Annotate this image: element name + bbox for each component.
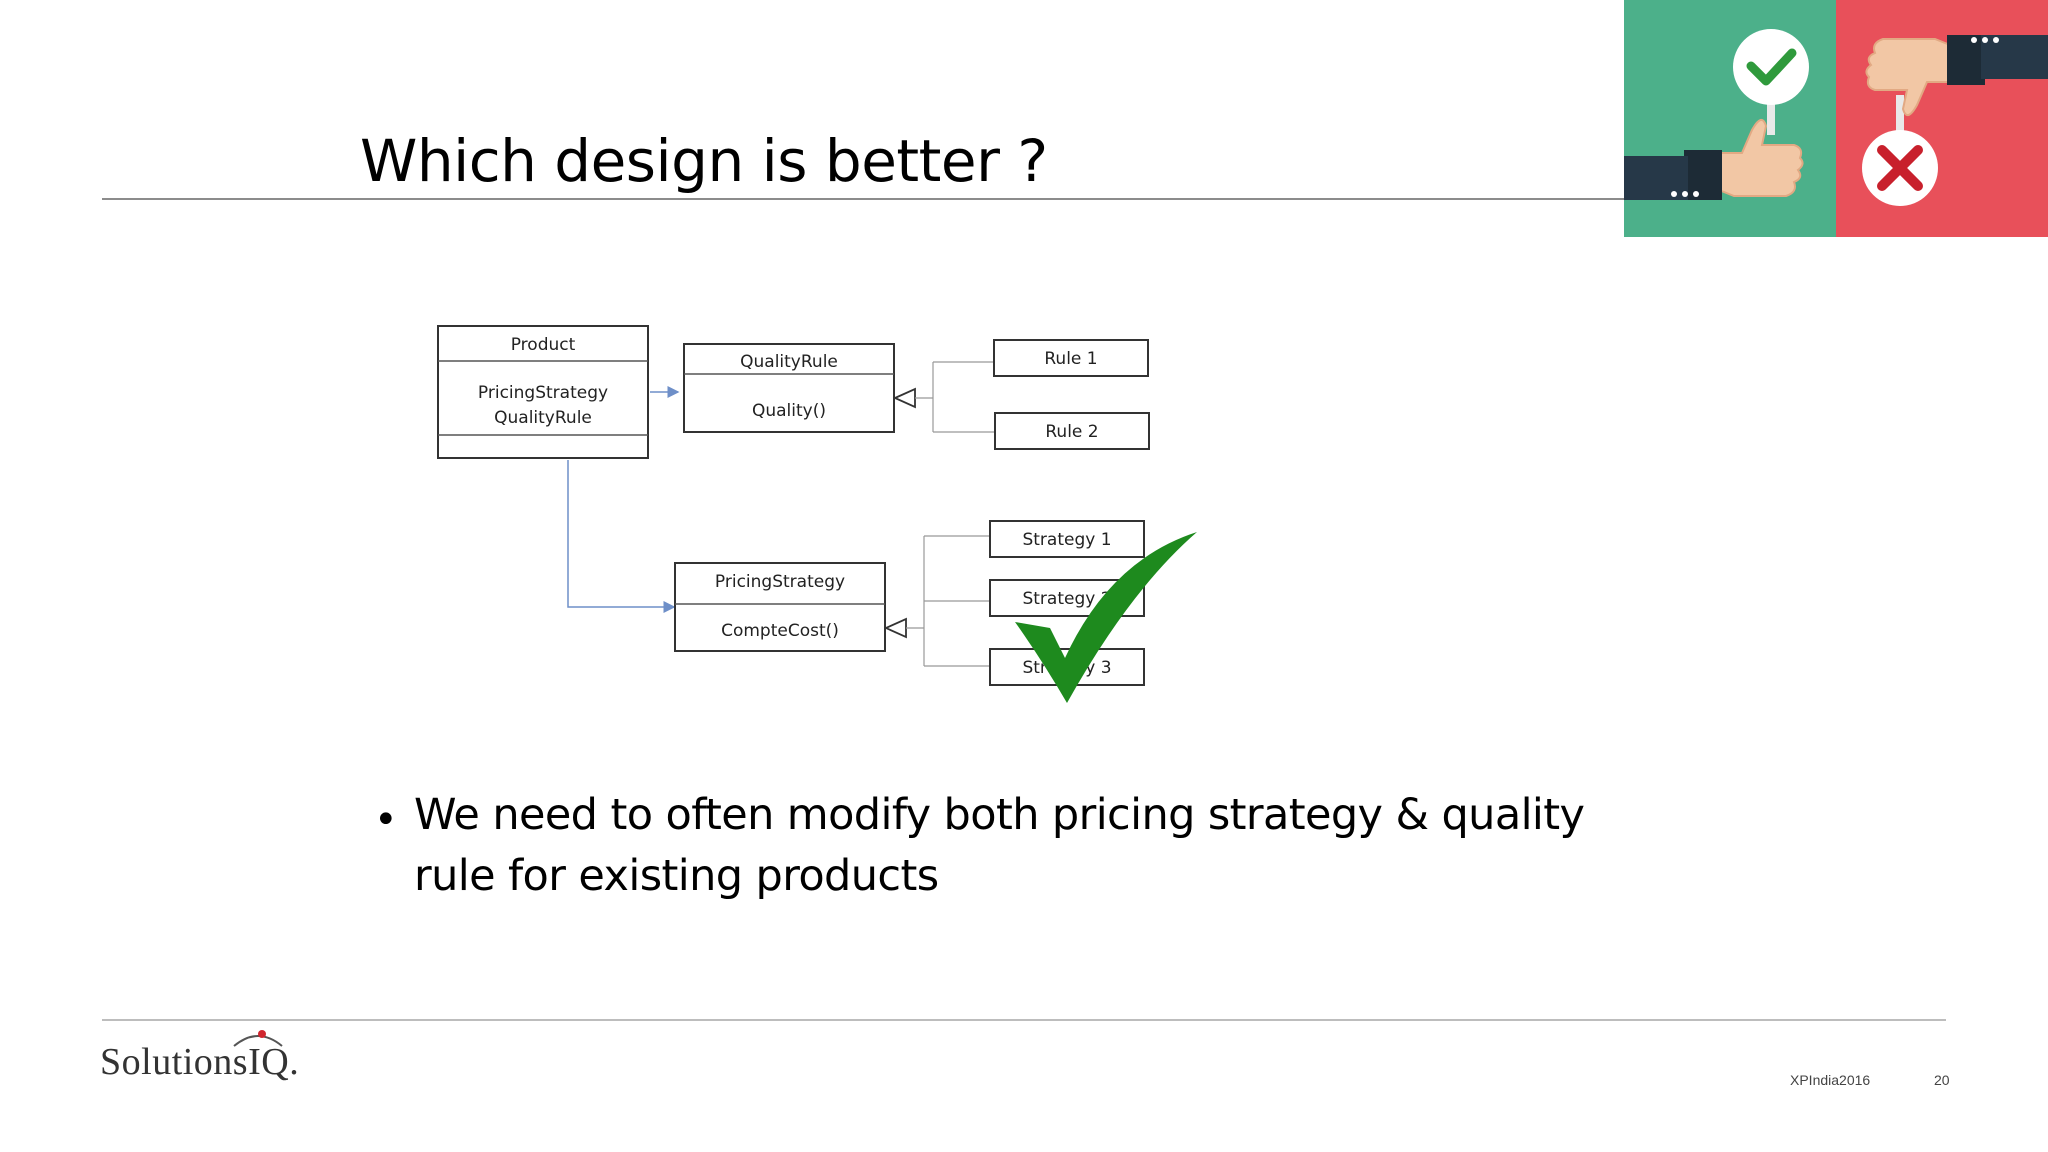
footer-event-label: XPIndia2016 xyxy=(1790,1072,1871,1088)
strategy2-label: Strategy 2 xyxy=(1022,589,1111,609)
page-number: 20 xyxy=(1934,1072,1950,1088)
qualityrule-method: Quality() xyxy=(752,401,826,421)
bullet-text-line1: We need to often modify both pricing str… xyxy=(414,790,1585,840)
pricingstrategy-method: CompteCost() xyxy=(721,621,839,641)
rule1-label: Rule 1 xyxy=(1044,349,1097,369)
product-class: Product PricingStrategy QualityRule xyxy=(437,325,649,459)
approve-panel xyxy=(1624,0,1836,237)
qualityrule-class-name: QualityRule xyxy=(740,352,838,372)
pricingstrategy-class: PricingStrategy CompteCost() xyxy=(674,562,886,652)
solutionsiq-logo: SolutionsIQ. xyxy=(100,1030,300,1084)
uml-class-diagram: Product PricingStrategy QualityRule Qual… xyxy=(437,325,1197,703)
bullet-marker: • xyxy=(374,797,398,843)
strategy1-label: Strategy 1 xyxy=(1022,530,1111,550)
bullet-text-line2: rule for existing products xyxy=(414,851,939,901)
logo-arc-icon xyxy=(233,1030,283,1047)
logo-text: SolutionsIQ. xyxy=(100,1041,300,1083)
title-divider xyxy=(102,198,1624,200)
rule1-class: Rule 1 xyxy=(993,339,1149,377)
strategy1-class: Strategy 1 xyxy=(989,520,1145,558)
green-checkmark-icon xyxy=(1015,532,1197,703)
footer-divider xyxy=(102,1019,1946,1021)
slide-title: Which design is better ? xyxy=(360,127,1048,195)
product-attr-quality: QualityRule xyxy=(494,408,592,428)
rule2-class: Rule 2 xyxy=(994,412,1150,450)
pricingstrategy-inheritance-triangle xyxy=(883,617,907,639)
thumbs-down-cross-icon xyxy=(1862,35,2048,206)
product-to-pricingstrategy-arrow xyxy=(567,460,676,613)
thumbs-illustration xyxy=(1624,0,2048,237)
rule2-label: Rule 2 xyxy=(1045,422,1098,442)
pricingstrategy-class-name: PricingStrategy xyxy=(715,572,845,592)
qualityrule-inheritance-triangle xyxy=(892,387,916,409)
product-attr-pricing: PricingStrategy xyxy=(478,383,608,403)
thumbs-up-check-icon xyxy=(1624,29,1809,200)
qualityrule-class: QualityRule Quality() xyxy=(683,343,895,433)
product-class-name: Product xyxy=(511,335,576,355)
